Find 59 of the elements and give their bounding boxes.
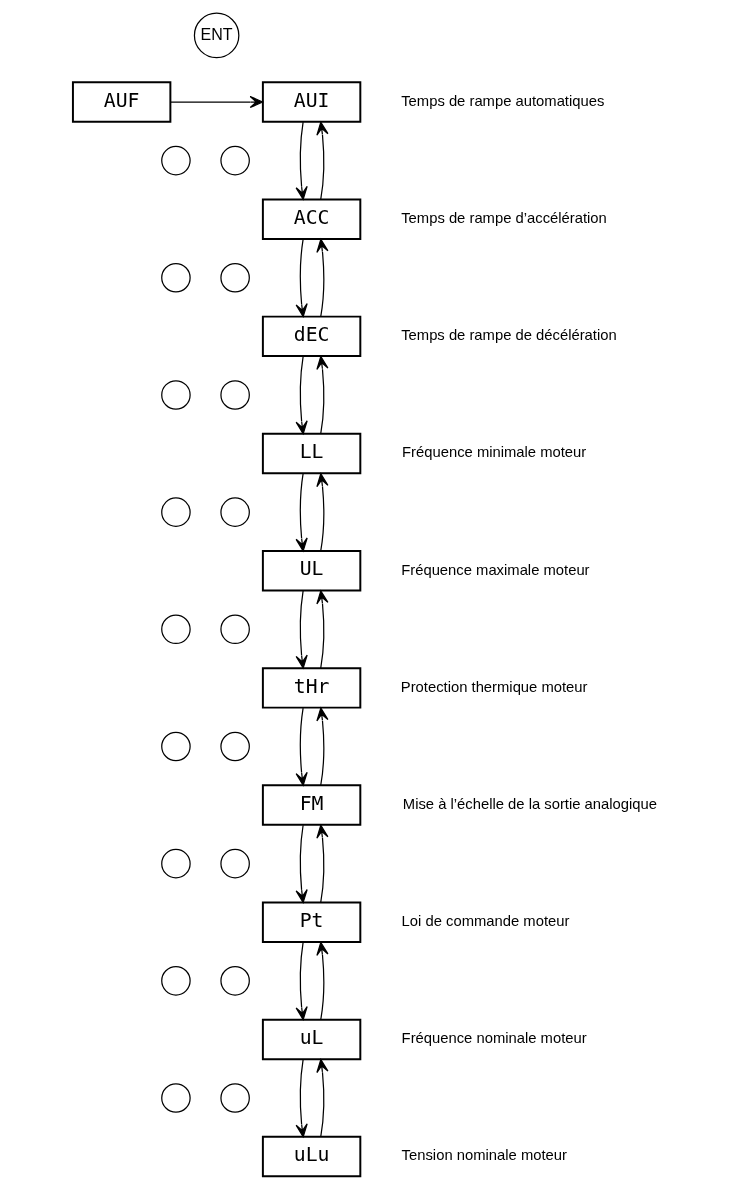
arrow xyxy=(315,1059,329,1138)
node-circle xyxy=(219,731,250,762)
node-circle xyxy=(219,848,250,879)
node-circle xyxy=(160,145,191,176)
node-circle xyxy=(160,380,191,410)
node-label: Fréquence maximale moteur xyxy=(400,561,590,578)
node-circle xyxy=(219,1083,250,1113)
arrow xyxy=(295,1059,308,1138)
node-label: Fréquence minimale moteur xyxy=(401,444,586,461)
arrow xyxy=(315,590,329,669)
node-circle xyxy=(219,497,250,527)
node-box: FM xyxy=(261,784,361,826)
node-box: dEC xyxy=(261,315,361,358)
arrow xyxy=(295,707,308,786)
node-circle xyxy=(160,731,191,762)
node-label: Temps de rampe automatiques xyxy=(400,92,604,109)
arrow xyxy=(295,941,308,1021)
arrow xyxy=(169,95,263,109)
arrow xyxy=(315,824,329,904)
node-box: ACC xyxy=(261,198,361,240)
node-label: Temps de rampe de décélération xyxy=(400,327,617,344)
node-circle xyxy=(160,966,191,996)
node-circle xyxy=(160,614,191,645)
node-label: Fréquence nominale moteur xyxy=(401,1030,587,1047)
node-box: tHr xyxy=(261,667,361,709)
arrow xyxy=(315,473,329,552)
arrow xyxy=(295,355,308,435)
arrow xyxy=(295,590,308,669)
node-box: AUF xyxy=(71,81,171,123)
node-circle xyxy=(219,380,250,410)
node-box: Pt xyxy=(261,901,361,943)
node-circle xyxy=(219,966,250,996)
arrow xyxy=(315,238,329,318)
node-box: LL xyxy=(261,432,361,475)
node-circle xyxy=(160,1083,191,1113)
arrow xyxy=(295,473,308,552)
node-label: Protection thermique moteur xyxy=(400,678,587,695)
node-box: uLu xyxy=(261,1135,361,1178)
arrow xyxy=(295,824,308,904)
arrow xyxy=(315,121,329,200)
arrow xyxy=(295,238,308,318)
node-label: Loi de commande moteur xyxy=(401,913,569,930)
arrow xyxy=(315,707,329,786)
node-circle xyxy=(160,262,191,293)
node-label: Mise à l’échelle de la sortie analogique xyxy=(402,795,657,812)
node-label: Temps de rampe d’accélération xyxy=(400,210,607,227)
node-box: AUI xyxy=(261,81,361,123)
node-label: Tension nominale moteur xyxy=(401,1147,567,1164)
node-circle xyxy=(219,262,250,293)
arrow xyxy=(315,355,329,435)
node-circle: ENT xyxy=(193,12,239,59)
arrow xyxy=(295,121,308,200)
node-box: uL xyxy=(261,1018,361,1061)
arrow xyxy=(315,941,329,1021)
node-circle xyxy=(160,848,191,879)
node-circle xyxy=(219,145,250,176)
node-circle xyxy=(160,497,191,527)
node-box: UL xyxy=(261,550,361,592)
node-circle xyxy=(219,614,250,645)
